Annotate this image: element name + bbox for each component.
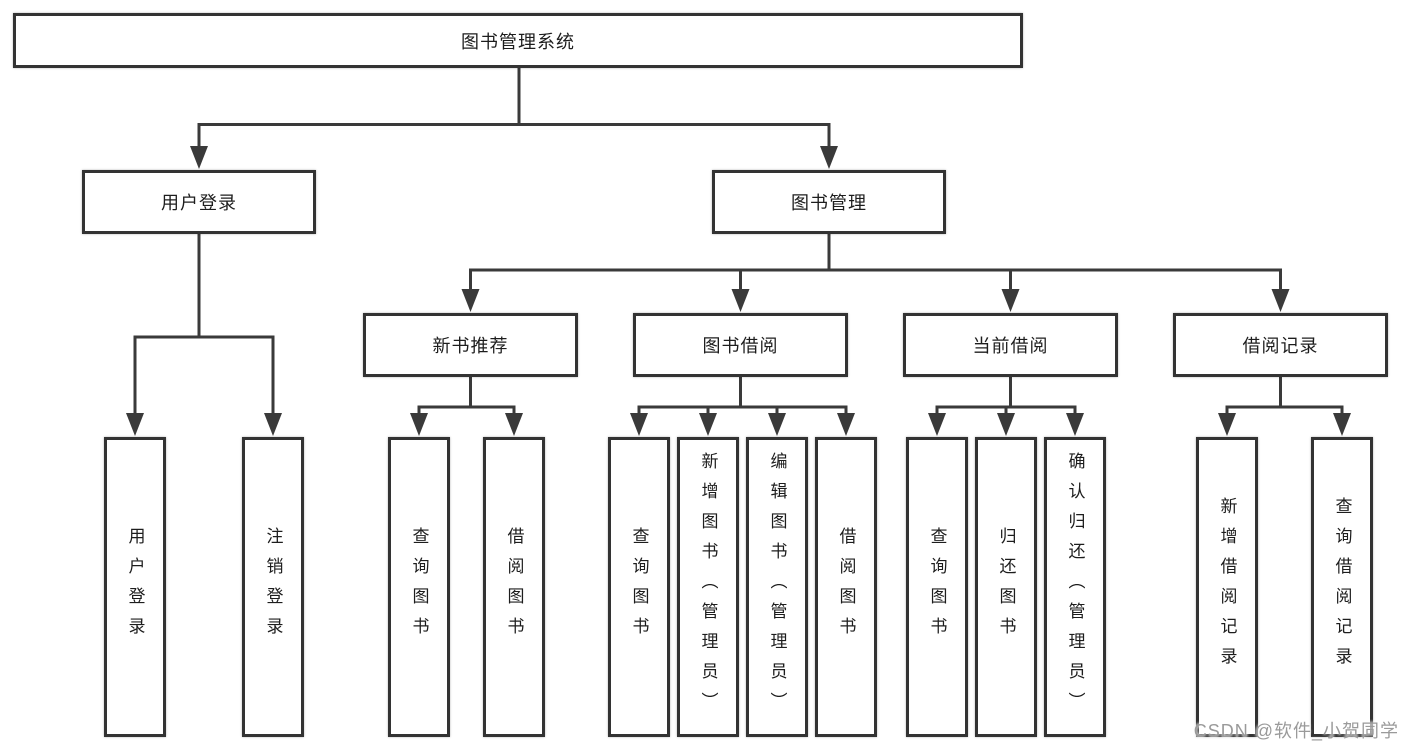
node-label: 查询图书 <box>927 527 947 647</box>
node-label: 借阅记录 <box>1242 336 1319 356</box>
edge-root-to-level2 <box>197 67 831 147</box>
node-label: 新增图书（管理员） <box>698 452 718 722</box>
node-label: 归还图书 <box>996 527 1016 647</box>
node-label: 借阅图书 <box>836 527 856 647</box>
node-label: 注销登录 <box>263 527 283 647</box>
node-leaf-borrow-books-recommend: 借阅图书 <box>483 437 545 737</box>
node-leaf-query-borrow-record: 查询借阅记录 <box>1311 437 1373 737</box>
node-label: 查询图书 <box>629 527 649 647</box>
node-label: 图书管理系统 <box>461 31 575 52</box>
node-leaf-return-books: 归还图书 <box>975 437 1037 737</box>
node-book-management-system: 图书管理系统 <box>13 13 1023 68</box>
node-leaf-query-books-recommend: 查询图书 <box>388 437 450 737</box>
node-label: 确认归还（管理员） <box>1065 452 1085 722</box>
edge-user-login-to-leaves <box>133 234 275 414</box>
node-leaf-edit-book-admin: 编辑图书（管理员） <box>746 437 808 737</box>
node-label: 查询借阅记录 <box>1332 497 1352 677</box>
node-borrowing-records: 借阅记录 <box>1173 313 1388 377</box>
node-label: 编辑图书（管理员） <box>767 452 787 722</box>
node-current-borrowing: 当前借阅 <box>903 313 1118 377</box>
node-label: 图书借阅 <box>702 336 779 356</box>
node-leaf-add-book-admin: 新增图书（管理员） <box>677 437 739 737</box>
node-book-management: 图书管理 <box>712 170 946 234</box>
node-label: 新增借阅记录 <box>1217 497 1237 677</box>
node-leaf-query-books-current: 查询图书 <box>906 437 968 737</box>
node-new-book-recommendation: 新书推荐 <box>363 313 578 377</box>
node-label: 新书推荐 <box>432 336 509 356</box>
node-label: 用户登录 <box>125 527 145 647</box>
edge-book-management-to-level3 <box>469 234 1282 290</box>
edge-current-borrowing-to-leaves <box>935 377 1077 414</box>
node-label: 借阅图书 <box>504 527 524 647</box>
watermark: CSDN @软件_小贺同学 <box>1193 721 1399 741</box>
node-label: 查询图书 <box>409 527 429 647</box>
edge-borrowing-records-to-leaves <box>1225 377 1344 414</box>
arrowheads <box>126 146 1351 436</box>
node-leaf-user-login: 用户登录 <box>104 437 166 737</box>
node-leaf-confirm-return-admin: 确认归还（管理员） <box>1044 437 1106 737</box>
node-label: 图书管理 <box>791 193 867 213</box>
edge-new-book-recommendation-to-leaves <box>417 377 516 414</box>
node-user-login: 用户登录 <box>82 170 316 234</box>
node-label: 当前借阅 <box>972 336 1049 356</box>
node-label: 用户登录 <box>161 193 237 213</box>
edge-book-borrowing-to-leaves <box>637 377 848 414</box>
node-leaf-borrow-books: 借阅图书 <box>815 437 877 737</box>
node-leaf-query-books-borrow: 查询图书 <box>608 437 670 737</box>
node-leaf-logout: 注销登录 <box>242 437 304 737</box>
node-leaf-add-borrow-record: 新增借阅记录 <box>1196 437 1258 737</box>
node-book-borrowing: 图书借阅 <box>633 313 848 377</box>
